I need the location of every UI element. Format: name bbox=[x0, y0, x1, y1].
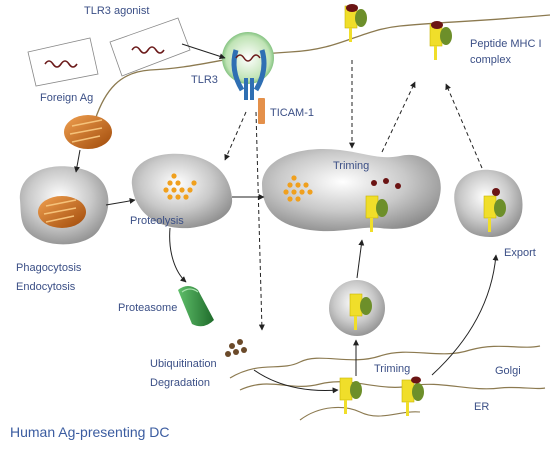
export-vesicle bbox=[454, 169, 523, 237]
ticam1-adapter bbox=[258, 98, 265, 124]
arrow-trimming-to-surface bbox=[381, 81, 416, 153]
label-proteolysis: Proteolysis bbox=[130, 215, 184, 227]
tlr3-receptor bbox=[222, 32, 274, 100]
tlr3-agonist-strip-right bbox=[109, 17, 191, 77]
label-export: Export bbox=[504, 247, 536, 259]
surface-mhc-left bbox=[344, 4, 368, 43]
arrow-export-to-surface bbox=[445, 83, 483, 169]
label-endocytosis: Endocytosis bbox=[16, 281, 76, 293]
label-peptide-mhc-line2: complex bbox=[470, 54, 511, 66]
proteasome bbox=[178, 286, 214, 327]
label-proteasome: Proteasome bbox=[118, 302, 177, 314]
proteolysis-vesicle bbox=[131, 153, 233, 229]
degraded-peptides bbox=[225, 339, 247, 357]
er-membrane bbox=[239, 381, 546, 391]
arrow-degradation-to-er bbox=[253, 369, 339, 394]
label-foreign-ag: Foreign Ag bbox=[40, 92, 93, 104]
diagram-caption: Human Ag-presenting DC bbox=[10, 424, 170, 440]
foreign-antigen bbox=[64, 115, 112, 149]
label-ubiquitination: Ubiquitination bbox=[150, 358, 217, 370]
er-mhc-right bbox=[401, 376, 425, 417]
label-phagocytosis: Phagocytosis bbox=[16, 262, 82, 274]
label-peptide-mhc-line1: Peptide MHC I bbox=[470, 38, 542, 50]
phagosome-vesicle bbox=[19, 166, 109, 245]
cell-membrane bbox=[94, 14, 550, 121]
arrow-phago-to-proteolysis bbox=[105, 197, 136, 206]
golgi-membrane bbox=[229, 345, 541, 379]
label-triming-top: Triming bbox=[333, 160, 369, 172]
label-tlr3-agonist: TLR3 agonist bbox=[84, 5, 149, 17]
arrow-er-to-export bbox=[431, 254, 499, 376]
label-tlr3: TLR3 bbox=[191, 74, 218, 86]
arrow-vesicle-to-trimming bbox=[356, 239, 365, 279]
arrow-agonist-to-tlr3 bbox=[181, 43, 226, 60]
tlr3-agonist-strip-left bbox=[27, 37, 99, 87]
arrow-tlr3-to-degradation bbox=[255, 111, 265, 331]
label-er: ER bbox=[474, 401, 489, 413]
arrow-ag-to-phagosome bbox=[74, 149, 81, 173]
surface-mhc-right bbox=[429, 21, 453, 61]
trimming-vesicle bbox=[262, 148, 441, 233]
arrow-tlr3-to-proteolysis bbox=[224, 111, 247, 161]
label-ticam1: TICAM-1 bbox=[270, 107, 314, 119]
label-degradation: Degradation bbox=[150, 377, 210, 389]
er-lower-membrane bbox=[299, 406, 421, 421]
label-triming-bottom: Triming bbox=[374, 363, 410, 375]
arrow-proteolysis-to-proteasome bbox=[169, 227, 187, 283]
transport-vesicle-mid bbox=[329, 280, 385, 336]
label-golgi: Golgi bbox=[495, 365, 521, 377]
